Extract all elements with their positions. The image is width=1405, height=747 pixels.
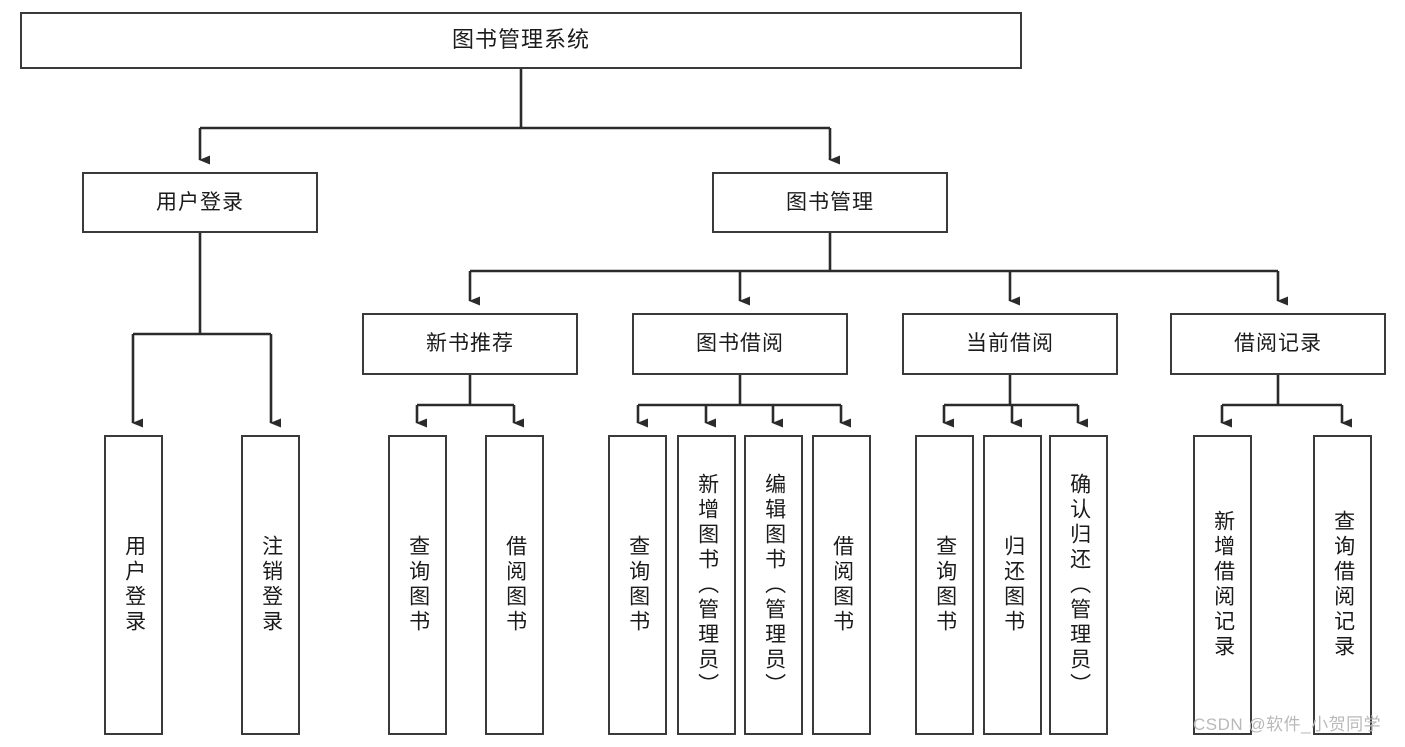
watermark-text: CSDN @软件_小贺同学 xyxy=(1193,715,1382,734)
node-book-borrow[interactable]: 图书借阅 xyxy=(632,313,848,375)
node-leaf-add-borrow-record[interactable]: 新增借阅记录 xyxy=(1193,435,1252,735)
node-user-login[interactable]: 用户登录 xyxy=(82,172,318,233)
node-leaf-query-book-borrow[interactable]: 查询图书 xyxy=(608,435,667,735)
node-borrow-record[interactable]: 借阅记录 xyxy=(1170,313,1386,375)
node-leaf-user-login[interactable]: 用户登录 xyxy=(104,435,163,735)
node-book-manage[interactable]: 图书管理 xyxy=(712,172,948,233)
node-leaf-add-book-admin[interactable]: 新增图书（管理员） xyxy=(677,435,736,735)
node-leaf-query-borrow-record[interactable]: 查询借阅记录 xyxy=(1313,435,1372,735)
node-leaf-confirm-return-admin[interactable]: 确认归还（管理员） xyxy=(1049,435,1108,735)
node-leaf-edit-book-admin[interactable]: 编辑图书（管理员） xyxy=(744,435,803,735)
node-current-borrow[interactable]: 当前借阅 xyxy=(902,313,1118,375)
node-leaf-borrow-book-recommend[interactable]: 借阅图书 xyxy=(485,435,544,735)
node-leaf-logout[interactable]: 注销登录 xyxy=(241,435,300,735)
node-new-book-recommend[interactable]: 新书推荐 xyxy=(362,313,578,375)
node-leaf-query-book-recommend[interactable]: 查询图书 xyxy=(388,435,447,735)
node-leaf-return-book[interactable]: 归还图书 xyxy=(983,435,1042,735)
node-leaf-query-book-current[interactable]: 查询图书 xyxy=(915,435,974,735)
node-leaf-borrow-book[interactable]: 借阅图书 xyxy=(812,435,871,735)
node-root[interactable]: 图书管理系统 xyxy=(20,12,1022,69)
